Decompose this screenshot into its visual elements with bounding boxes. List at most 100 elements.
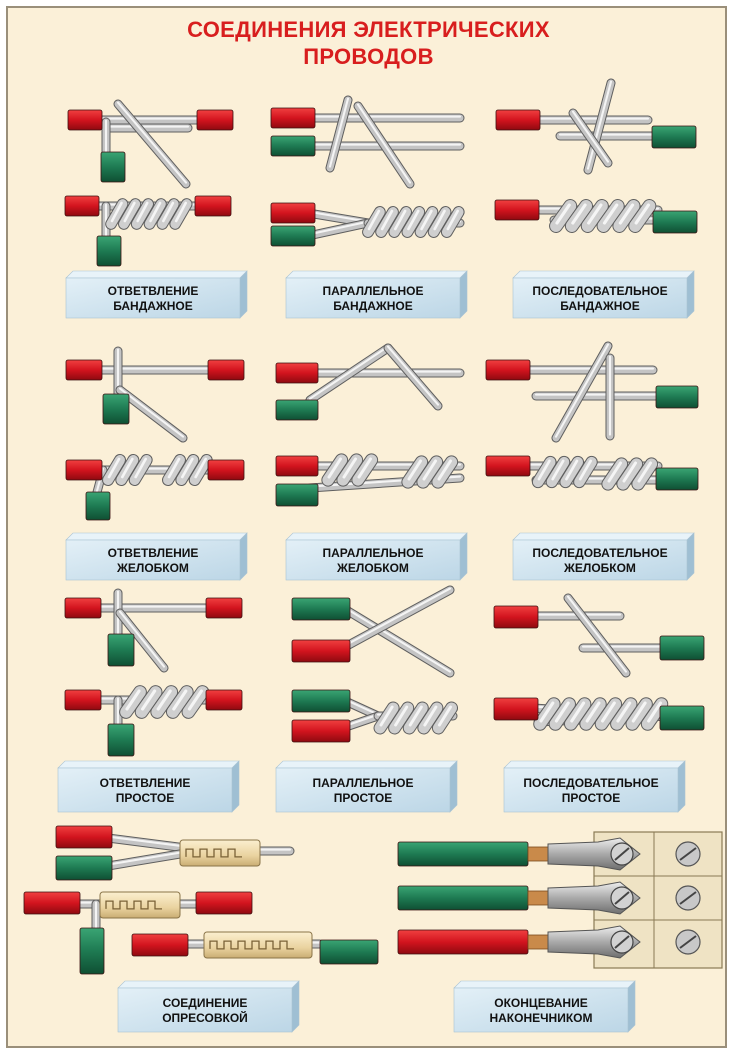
serial-bandage-wrapped [494,199,698,234]
red-insulation [397,929,529,955]
coil-highlight [554,701,570,723]
red-insulation [495,109,541,131]
label-line-1: СОЕДИНЕНИЕ [163,996,248,1010]
label-box [65,539,241,581]
label-line-2: БАНДАЖНОЕ [113,299,193,313]
coil-highlight [422,459,437,481]
green-insulation [655,467,699,491]
coil-highlight [187,689,204,711]
wire-highlight [306,210,370,223]
screw-slot [614,935,630,949]
coil-highlight [585,701,601,723]
wire [104,849,190,870]
branch-groove-open [65,346,245,443]
wire-highlight [341,587,452,648]
coil-highlight [602,203,619,225]
label-box-side [291,980,300,1033]
label-box-top [117,980,300,989]
label-box-top [57,760,240,769]
red-insulation [270,107,316,129]
coil-highlight [367,209,381,231]
label-line-2: БАНДАЖНОЕ [560,299,640,313]
green-insulation [651,125,697,149]
coil-highlight [551,459,565,481]
coil-highlight [537,459,551,481]
coil-highlight [570,701,586,723]
label-line-1: ПАРАЛЛЕЛЬНОЕ [323,546,424,560]
coil-highlight [172,689,188,711]
label-box-top [275,760,458,769]
coil-highlight [423,705,438,727]
label-line-2: ПРОСТОЕ [116,791,175,805]
lug-terminal-block [397,831,723,969]
coil-highlight [571,203,587,225]
red-insulation [23,891,81,915]
label-box-top [65,270,248,279]
red-insulation [195,891,253,915]
wire-highlight [554,343,610,438]
red-insulation [207,459,245,481]
label-box [285,539,461,581]
label-line-2: ЖЕЛОБКОМ [116,561,189,575]
label-line-1: ПОСЛЕДОВАТЕЛЬНОЕ [532,546,667,560]
wire-highlight [106,835,188,848]
label-line-2: НАКОНЕЧНИКОМ [489,1011,592,1025]
labels: ОТВЕТВЛЕНИЕБАНДАЖНОЕПАРАЛЛЕЛЬНОЕБАНДАЖНО… [57,270,695,1033]
title-line-1: СОЕДИНЕНИЯ ЭЛЕКТРИЧЕСКИХ [187,17,550,42]
serial-bandage-open [495,78,697,175]
label-box-side [686,270,695,319]
coil-highlight [394,705,409,727]
coil-highlight [600,701,616,723]
label-box-side [459,532,468,581]
poster: СОЕДИНЕНИЯ ЭЛЕКТРИЧЕСКИХ ПРОВОДОВ [6,6,727,1048]
coil-highlight [194,457,208,479]
label-box-top [285,270,468,279]
label-line-1: ПОСЛЕДОВАТЕЛЬНОЕ [523,776,658,790]
screw-slot [614,847,630,861]
label-line-2: ОПРЕСОВКОЙ [162,1010,248,1025]
wire-highlight [118,387,185,438]
coil-highlight [637,461,652,483]
coil-highlight [631,701,647,723]
label-line-2: ЖЕЛОБКОМ [563,561,636,575]
crimp-serial [131,931,379,965]
coil-highlight [156,689,172,711]
red-insulation [291,639,351,663]
red-insulation [493,605,539,629]
coil-highlight [407,209,420,231]
wire-highlight [341,605,452,673]
screw-slot [679,847,697,861]
label-box-side [459,270,468,319]
branch-groove-wrapped [65,454,245,521]
title-line-2: ПРОВОДОВ [303,44,434,69]
coil-highlight [174,201,187,223]
wire-highlight [308,345,390,400]
red-insulation [64,689,102,711]
crimp-sleeve [203,931,313,959]
coil-highlight [342,457,357,479]
label-box-top [453,980,636,989]
label-line-1: ПОСЛЕДОВАТЕЛЬНОЕ [532,284,667,298]
coil-highlight [437,459,452,481]
green-insulation [102,393,130,425]
copper-strands [527,934,551,950]
crimp-branch [23,891,253,975]
wire-highlight [356,103,412,184]
red-insulation [275,362,319,384]
crimp-notches [105,900,162,910]
label-line-1: ОКОНЦЕВАНИЕ [494,996,587,1010]
green-insulation [397,885,529,911]
label-box-top [65,532,248,541]
screw-slot [679,935,697,949]
green-insulation [270,225,316,247]
wire [339,586,454,652]
coil-highlight [408,705,423,727]
coil-highlight [555,203,571,225]
red-insulation [65,359,103,381]
crimp-notches [209,940,294,950]
label-box-top [503,760,686,769]
